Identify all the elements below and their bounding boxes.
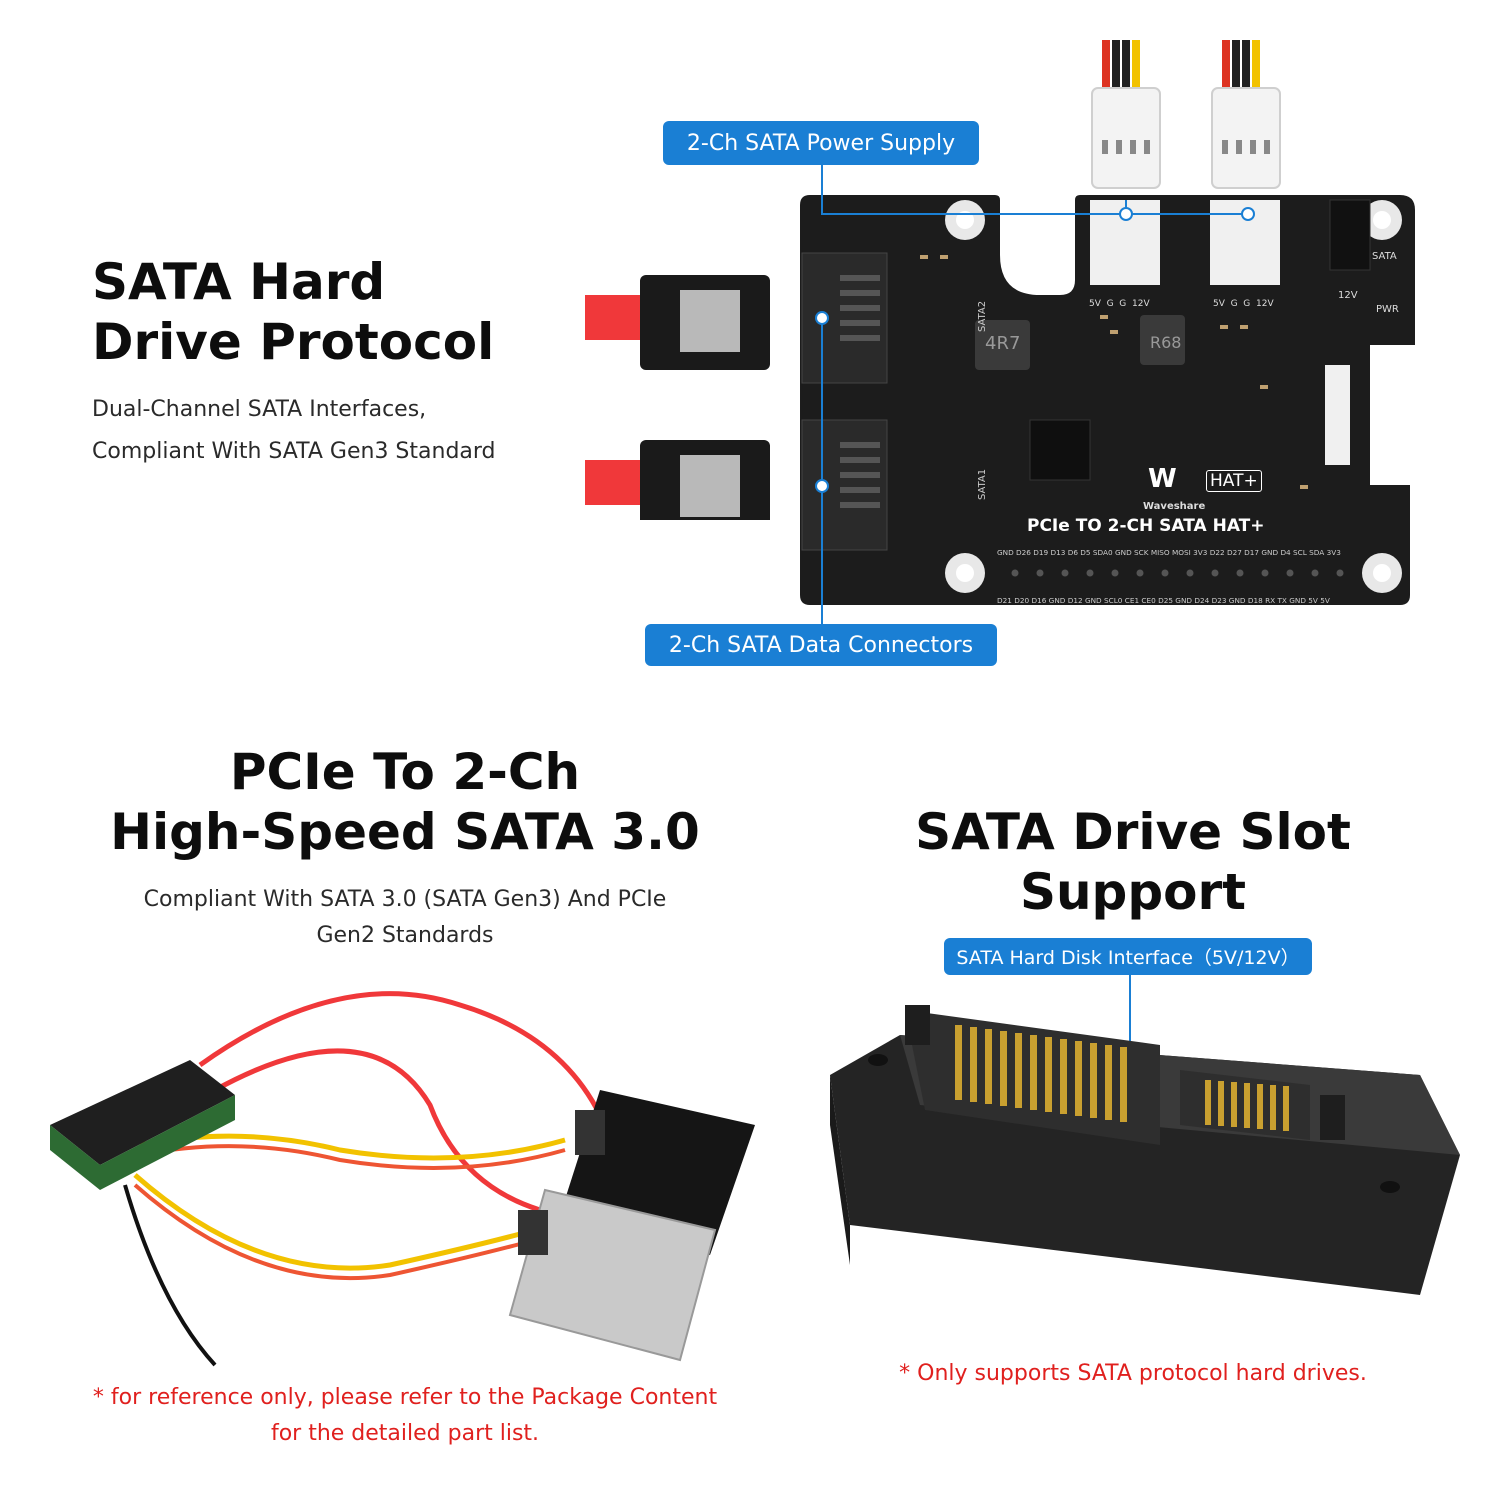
power-pins-label-2: 5V G G 12V <box>1213 299 1274 309</box>
callout-sata-hard-disk-interface: SATA Hard Disk Interface（5V/12V） <box>944 938 1312 975</box>
label-pwr: PWR <box>1376 304 1399 315</box>
section1-title-line1: SATA Hard <box>92 253 386 311</box>
gpio-bottom-labels: D21 D20 D16 GND D12 GND SCL0 CE1 CE0 D25… <box>997 596 1330 605</box>
gpio-top-labels: GND D26 D19 D13 D6 D5 SDA0 GND SCK MISO … <box>997 548 1341 557</box>
callout-sata-power-supply: 2-Ch SATA Power Supply <box>663 121 979 165</box>
brand-label: Waveshare <box>1143 501 1206 512</box>
section1-desc-line2: Compliant With SATA Gen3 Standard <box>92 439 496 464</box>
section2-title-line1: PCIe To 2-Ch <box>229 743 581 801</box>
section3-note: * Only supports SATA protocol hard drive… <box>899 1361 1367 1386</box>
sata-power-cables-illustration <box>1091 40 1281 189</box>
board-callout-lines <box>815 165 1255 624</box>
label-sata: SATA <box>1372 251 1397 262</box>
label-12v: 12V <box>1338 290 1358 301</box>
callout-sata-data-connectors: 2-Ch SATA Data Connectors <box>645 624 997 666</box>
section2-desc-line1: Compliant With SATA 3.0 (SATA Gen3) And … <box>143 887 667 912</box>
section3-title: SATA Drive Slot Support <box>915 803 1351 921</box>
section2-note-line1: * for reference only, please refer to th… <box>92 1385 718 1410</box>
pcie-sata-hat-board <box>800 195 1415 605</box>
section2-desc-line2: Gen2 Standards <box>316 923 494 948</box>
hat-badge: HAT+ <box>1206 470 1262 492</box>
inductor-r68-label: R68 <box>1150 333 1182 352</box>
sata-data-cables-illustration <box>585 275 770 520</box>
waveshare-logo-icon: W <box>1148 464 1177 494</box>
section1-title-line2: Drive Protocol <box>92 313 495 371</box>
sata-slot-illustration <box>830 975 1460 1295</box>
section2-note-line2: for the detailed part list. <box>270 1421 540 1446</box>
board-name: PCIe TO 2-CH SATA HAT+ <box>1027 516 1265 536</box>
inductor-4r7-label: 4R7 <box>985 333 1021 354</box>
section2-title-line2: High-Speed SATA 3.0 <box>110 803 700 861</box>
section1-desc-line1: Dual-Channel SATA Interfaces, <box>92 397 427 422</box>
power-pins-label-1: 5V G G 12V <box>1089 299 1150 309</box>
drive-setup-illustration <box>50 991 755 1367</box>
